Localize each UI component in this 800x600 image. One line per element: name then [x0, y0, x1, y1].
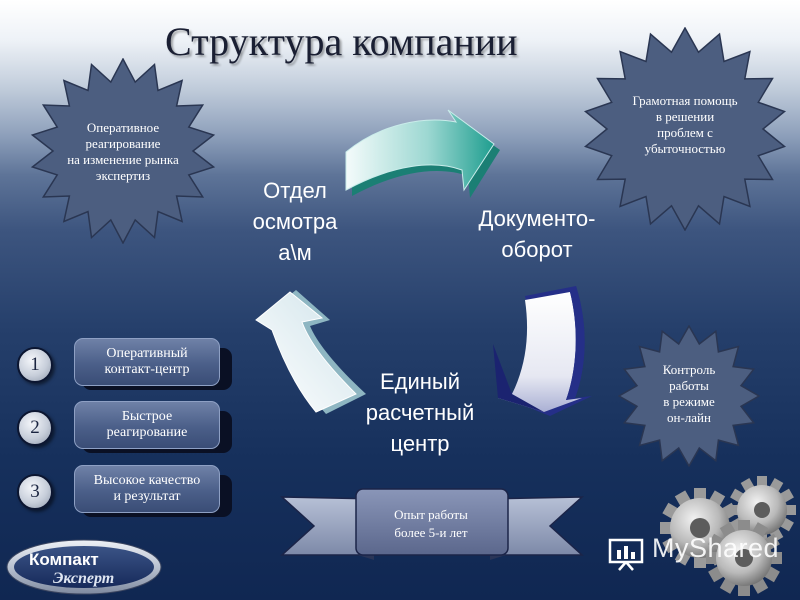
cycle-label-line: Отдел [263, 178, 327, 203]
starburst-mid-right [618, 325, 760, 467]
cycle-label-line: оборот [501, 237, 573, 262]
company-logo: Компакт Эксперт [6, 539, 162, 595]
logo-line2: Эксперт [53, 570, 114, 587]
list-item-line: реагирование [106, 425, 188, 440]
presentation-icon [608, 538, 644, 571]
list-number-2: 2 [17, 410, 53, 446]
star-mid-right-line: он-лайн [667, 410, 711, 425]
star-mid-right-line: работы [669, 378, 709, 393]
cycle-label-line: центр [390, 431, 450, 456]
logo-line1: Компакт [29, 550, 99, 569]
starburst-top-right [583, 27, 787, 231]
cycle-label-line: Единый [379, 369, 461, 394]
cycle-label-line: Документо- [478, 206, 596, 231]
watermark-text: MyShared [652, 533, 780, 563]
star-top-right-line: убыточностью [644, 141, 726, 156]
star-top-right-line: Грамотная помощь [632, 93, 738, 108]
experience-text: Опыт работы более 5-и лет [360, 506, 502, 542]
list-item-line: Быстрое [121, 409, 173, 424]
star-top-right-line: в решении [655, 109, 715, 124]
star-top-left-line: Оперативное [86, 120, 160, 135]
starburst-top-left [30, 58, 216, 244]
list-item: Оперативный контакт-центр [74, 338, 220, 386]
star-top-left-text: Оперативное реагирование на изменение ры… [40, 120, 206, 184]
list-item-line: контакт-центр [104, 362, 190, 377]
gears-decoration [660, 476, 796, 596]
star-top-right-line: проблем с [657, 125, 713, 140]
star-top-left-line: реагирование [85, 136, 161, 151]
page-title: Структура компании [165, 19, 518, 64]
cycle-label-line: осмотра [252, 209, 338, 234]
gear-icon [706, 520, 782, 596]
experience-line: Опыт работы [394, 507, 468, 522]
list-number-3: 3 [17, 474, 53, 510]
list-item-line: и результат [113, 489, 181, 504]
list-item-line: Оперативный [106, 346, 188, 361]
list-item: Быстрое реагирование [74, 401, 220, 449]
cycle-arrow-right [493, 286, 592, 416]
cycle-label-line: а\м [278, 240, 312, 265]
cycle-arrow-left [255, 290, 366, 414]
star-top-left-line: экспертиз [95, 168, 151, 183]
star-mid-right-line: в режиме [663, 394, 715, 409]
star-mid-right-line: Контроль [662, 362, 716, 377]
list-item-line: Высокое качество [93, 473, 201, 488]
cycle-label-inspection: Отдел осмотра а\м [240, 175, 350, 268]
cycle-arrow-top [345, 109, 500, 198]
star-top-right-text: Грамотная помощь в решении проблем с убы… [603, 93, 767, 157]
list-item: Высокое качество и результат [74, 465, 220, 513]
cycle-label-document-flow: Документо- оборот [462, 203, 612, 265]
cycle-label-settlement-center: Единый расчетный центр [345, 366, 495, 459]
experience-line: более 5-и лет [394, 525, 468, 540]
star-top-left-line: на изменение рынка [67, 152, 179, 167]
star-mid-right-text: Контроль работы в режиме он-лайн [628, 362, 750, 426]
list-number-1: 1 [17, 347, 53, 383]
cycle-label-line: расчетный [365, 400, 475, 425]
